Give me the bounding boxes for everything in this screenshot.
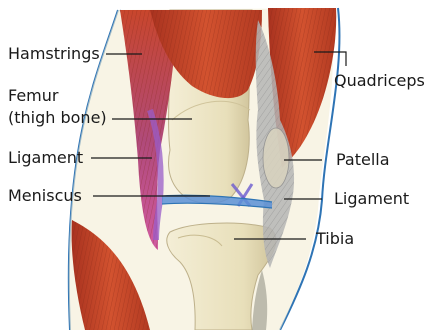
label-meniscus: Meniscus — [8, 186, 82, 206]
label-tibia: Tibia — [316, 229, 354, 249]
label-ligament-left: Ligament — [8, 148, 83, 168]
label-femur: Femur — [8, 85, 58, 107]
label-quadriceps: Quadriceps — [334, 71, 425, 91]
label-ligament-right: Ligament — [334, 189, 409, 209]
label-patella: Patella — [336, 150, 390, 170]
label-hamstrings: Hamstrings — [8, 44, 100, 64]
label-femur-subtitle: (thigh bone) — [8, 107, 107, 129]
